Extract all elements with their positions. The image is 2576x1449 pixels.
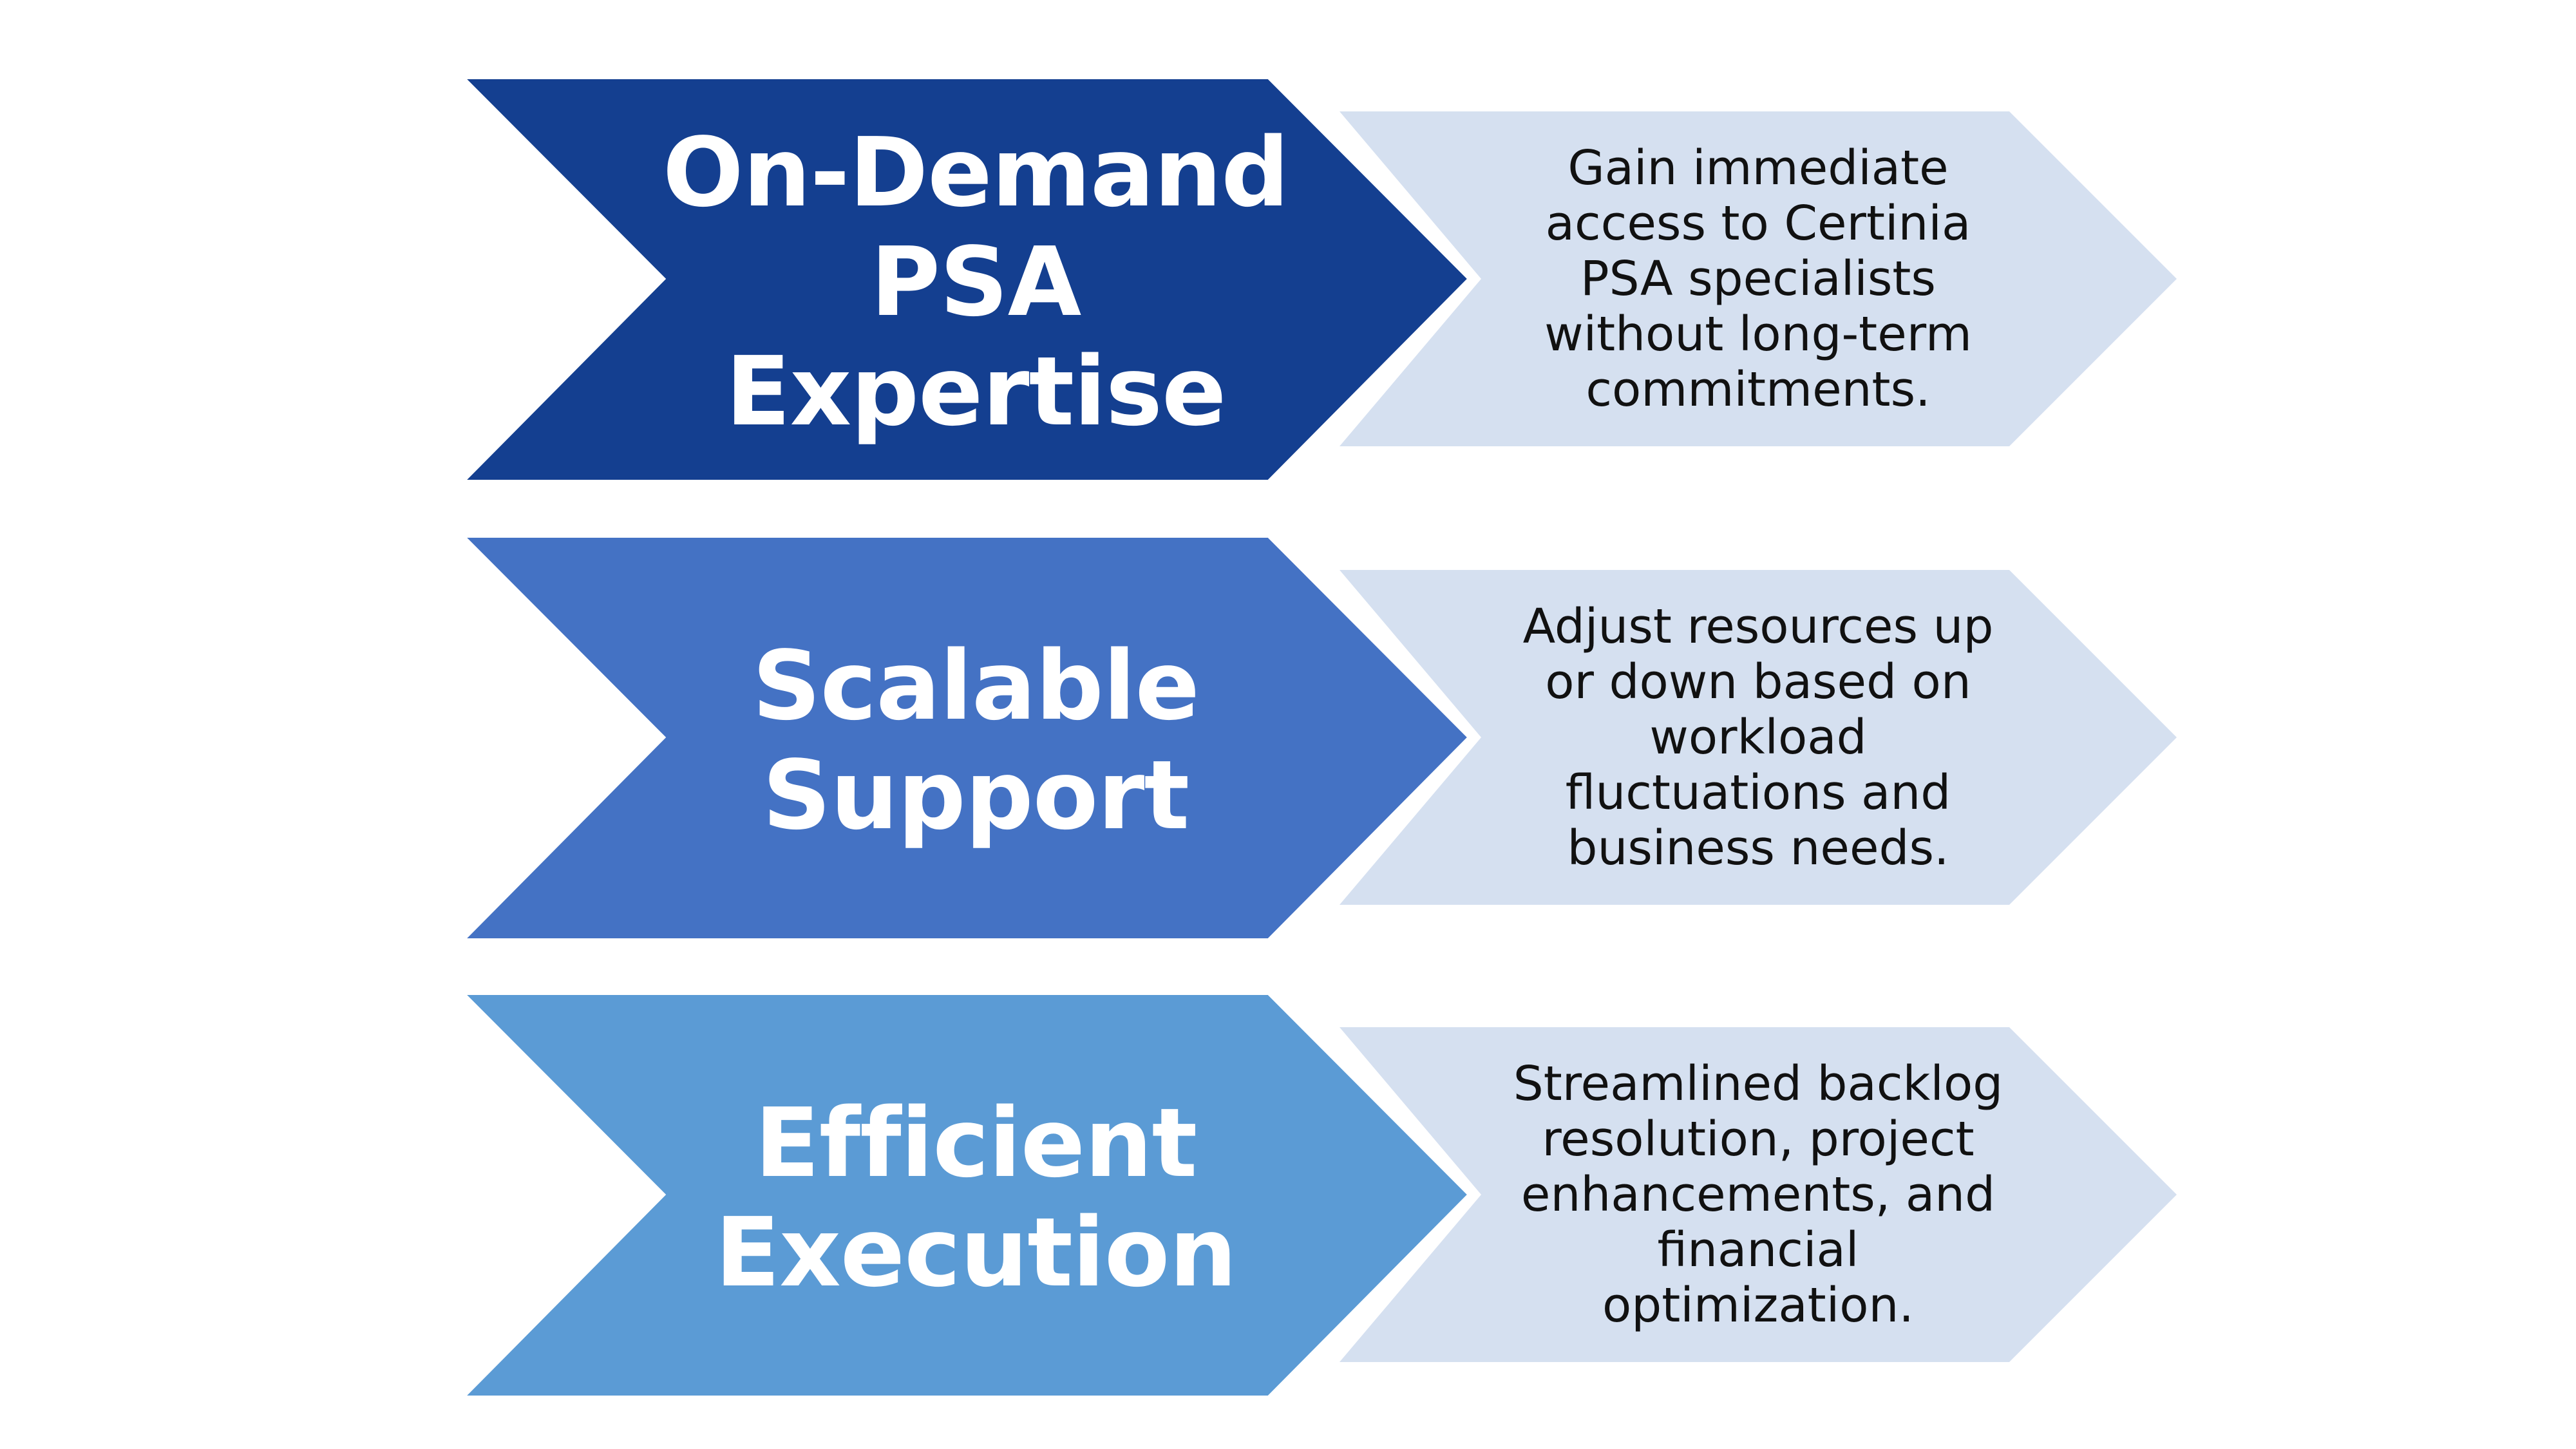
- step-description-1: Gain immediate access to Certinia PSA sp…: [1475, 86, 2041, 472]
- description-chevron-1: [1340, 111, 2177, 446]
- step-description-3: Streamlined backlog resolution, project …: [1475, 1001, 2041, 1388]
- step-description-1-line-1: Gain immediate: [1567, 140, 1949, 196]
- step-title-1: On-Demand PSA Expertise: [644, 76, 1307, 488]
- step-description-2-line-5: business needs.: [1567, 820, 1949, 876]
- step-description-1-line-3: PSA specialists: [1580, 251, 1936, 307]
- step-description-1-line-2: access to Certinia: [1545, 196, 1971, 251]
- step-title-1-line-1: On-Demand: [662, 117, 1289, 228]
- description-chevron-3: [1340, 1027, 2177, 1362]
- step-description-3-line-2: resolution, project: [1542, 1112, 1975, 1167]
- title-chevron-1-main: [457, 75, 1473, 484]
- step-title-2-line-2: Support: [762, 740, 1189, 851]
- step-title-1-line-2: PSA: [870, 227, 1082, 337]
- arrow-shapes-2: [457, 534, 2177, 942]
- step-description-2: Adjust resources up or down based on wor…: [1475, 544, 2041, 931]
- step-description-3-line-3: enhancements, and: [1520, 1167, 1996, 1222]
- step-description-3-line-4: financial: [1657, 1222, 1859, 1278]
- step-row-2: Scalable Support Adjust resources up or …: [0, 534, 2576, 947]
- step-title-3-line-1: Efficient: [754, 1088, 1198, 1198]
- step-title-2-line-1: Scalable: [752, 630, 1200, 741]
- title-chevron-3: [457, 991, 1473, 1399]
- step-title-3: Efficient Execution: [644, 992, 1307, 1404]
- description-chevron-2: [1340, 570, 2177, 905]
- step-title-1-line-3: Expertise: [725, 336, 1227, 447]
- step-row-1: On-Demand PSA Expertise Gain immediate a…: [0, 75, 2576, 488]
- step-description-2-line-1: Adjust resources up: [1522, 599, 1994, 654]
- step-title-3-line-2: Execution: [715, 1197, 1237, 1308]
- step-description-3-line-1: Streamlined backlog: [1513, 1056, 2003, 1112]
- step-description-1-line-5: commitments.: [1586, 362, 1931, 417]
- step-row-3: Efficient Execution Streamlined backlog …: [0, 991, 2576, 1404]
- step-description-1-line-4: without long-term: [1544, 307, 1972, 362]
- arrow-shapes-1: [457, 75, 2177, 484]
- title-chevron-2: [457, 534, 1473, 942]
- step-title-2: Scalable Support: [644, 535, 1307, 947]
- step-description-2-line-3: workload: [1649, 710, 1867, 765]
- step-description-2-line-4: fluctuations and: [1565, 765, 1951, 820]
- step-description-2-line-2: or down based on: [1545, 654, 1971, 710]
- step-description-3-line-5: optimization.: [1602, 1278, 1914, 1333]
- arrow-shapes-3: [457, 991, 2177, 1399]
